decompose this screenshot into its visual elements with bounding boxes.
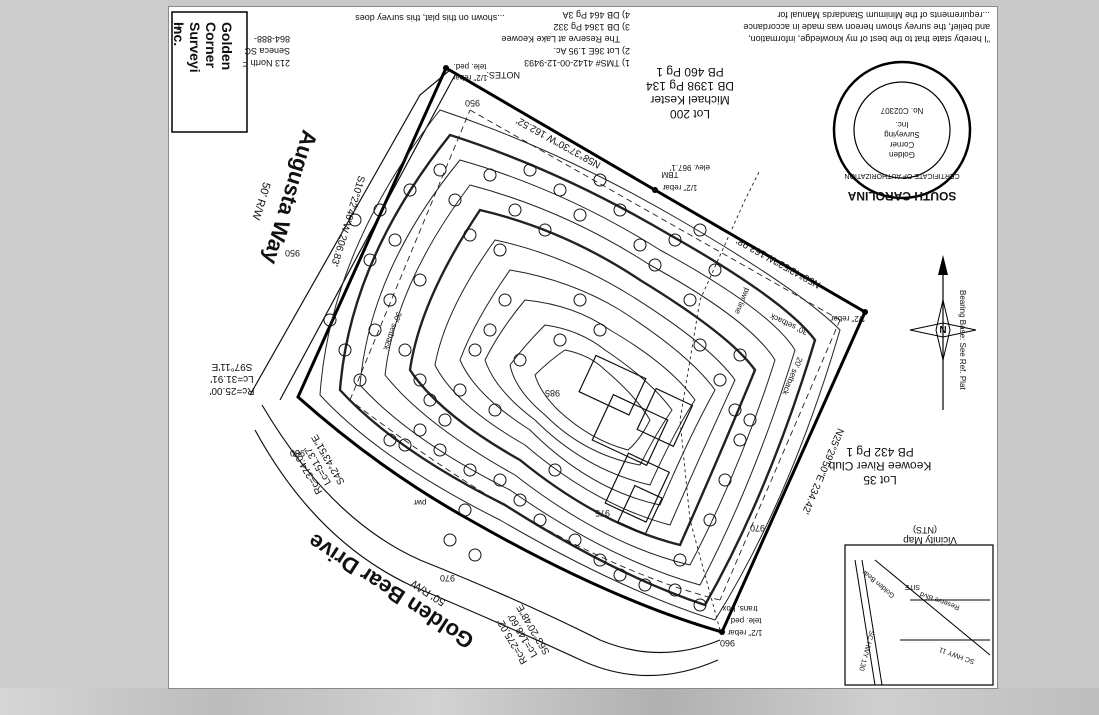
contour-lines xyxy=(319,109,841,621)
scan-margin xyxy=(0,0,168,688)
svg-text:"I hereby state that to the be: "I hereby state that to the best of my k… xyxy=(748,34,990,44)
svg-text:1) TMS# 4142-00-12-9493: 1) TMS# 4142-00-12-9493 xyxy=(524,58,630,68)
svg-text:DB 1398 Pg 134: DB 1398 Pg 134 xyxy=(646,79,734,93)
svg-text:30' setback: 30' setback xyxy=(768,311,809,337)
property-boundary xyxy=(296,65,867,634)
page-number: 1 xyxy=(176,22,182,33)
curve-2-data: Rc=374.02' Lc=51.37' S42°43'51"E xyxy=(290,432,347,496)
svg-text:Inc.: Inc. xyxy=(171,22,187,46)
svg-text:Lot 200: Lot 200 xyxy=(670,107,710,121)
svg-text:3) DB 1364 Pg 332: 3) DB 1364 Pg 332 xyxy=(553,22,630,32)
marker-labels: 1/2" rebar tele. ped. 1/2" rebar TBM ele… xyxy=(381,62,866,637)
svg-text:970: 970 xyxy=(440,573,455,583)
house-footprint xyxy=(578,354,694,536)
notes-disclaimer: ...shown on this plat, this survey does xyxy=(355,13,505,23)
svg-text:Corner: Corner xyxy=(203,22,219,68)
svg-text:CERTIFICATE OF AUTHORIZATION: CERTIFICATE OF AUTHORIZATION xyxy=(844,172,959,179)
augusta-way-edge-inner xyxy=(279,74,456,401)
svg-text:Lot 35: Lot 35 xyxy=(863,473,897,487)
golden-bear-edge-1 xyxy=(261,404,721,654)
golden-bear-drive-label: Golden Bear Drive xyxy=(304,529,479,655)
corner-pin-ne xyxy=(862,309,868,315)
certification-text: "I hereby state that to the best of my k… xyxy=(743,10,990,44)
svg-text:(NTS): (NTS) xyxy=(913,525,937,535)
svg-text:TBM: TBM xyxy=(661,170,678,179)
scan-bottom-edge xyxy=(0,688,1099,715)
svg-text:1/2" rebar: 1/2" rebar xyxy=(830,314,865,323)
svg-text:950: 950 xyxy=(285,248,300,258)
svg-text:4) DB 464 Pg 3A: 4) DB 464 Pg 3A xyxy=(562,10,630,20)
svg-text:No. C02307: No. C02307 xyxy=(880,106,923,115)
svg-text:elev. 967.1': elev. 967.1' xyxy=(669,163,710,172)
svg-text:1/2" rebar: 1/2" rebar xyxy=(727,628,762,637)
svg-text:Rc=25.00': Rc=25.00' xyxy=(209,385,254,396)
corner-pins xyxy=(443,65,868,635)
svg-text:213 North F: 213 North F xyxy=(242,58,290,68)
svg-text:tele. ped.: tele. ped. xyxy=(729,616,762,625)
svg-text:N: N xyxy=(939,325,946,336)
svg-text:tele. ped.: tele. ped. xyxy=(454,62,487,71)
svg-text:Golden: Golden xyxy=(889,150,915,159)
svg-text:Surveyi: Surveyi xyxy=(187,22,203,73)
svg-text:SOUTH CAROLINA: SOUTH CAROLINA xyxy=(847,189,956,203)
curve-3-data: Rc=275.02' Lc=148.60' S63°20'48"E xyxy=(495,602,552,666)
golden-bear-edge-2 xyxy=(254,429,719,677)
curve-1-data: Rc=25.00' Lc=31.91' S97°11'E xyxy=(209,361,254,396)
svg-text:980: 980 xyxy=(290,448,305,458)
svg-text:970: 970 xyxy=(750,523,765,533)
bearing-north-line: N58°37'30"W 162.52' xyxy=(515,114,603,170)
svg-text:S97°11'E: S97°11'E xyxy=(211,361,252,372)
svg-text:Surveying: Surveying xyxy=(884,130,920,139)
lot-200-label: Lot 200 Michael Kester DB 1398 Pg 134 PB… xyxy=(646,65,734,121)
svg-text:20' setback: 20' setback xyxy=(780,356,804,397)
firm-title-block: Golden Corner Surveyi Inc. 213 North F S… xyxy=(171,11,290,133)
svg-text:950: 950 xyxy=(465,98,480,108)
svg-text:1/2" rebar: 1/2" rebar xyxy=(662,183,697,192)
svg-text:PB 432 Pg 1: PB 432 Pg 1 xyxy=(846,445,914,459)
contour-labels: 950 950 960 970 970 980 985 975 xyxy=(285,98,765,648)
svg-text:Bearing Base: See Ref. Plat: Bearing Base: See Ref. Plat xyxy=(958,290,967,390)
surveyor-seal: SOUTH CAROLINA CERTIFICATE OF AUTHORIZAT… xyxy=(832,60,972,203)
svg-text:...requirements of the Minimum: ...requirements of the Minimum Standards… xyxy=(777,10,990,20)
svg-text:NOTES:: NOTES: xyxy=(486,70,520,80)
svg-text:985: 985 xyxy=(545,388,560,398)
svg-text:Seneca SC: Seneca SC xyxy=(244,46,290,56)
svg-text:Corner: Corner xyxy=(889,140,914,149)
svg-text:960: 960 xyxy=(720,638,735,648)
svg-text:975: 975 xyxy=(595,508,610,518)
augusta-row-label: 50' R/W xyxy=(249,181,272,222)
svg-text:2) Lot 36E 1.95 Ac.: 2) Lot 36E 1.95 Ac. xyxy=(553,46,630,56)
tree-symbols xyxy=(323,163,757,612)
svg-text:pwr line: pwr line xyxy=(733,287,752,316)
svg-text:Michael Kester: Michael Kester xyxy=(650,93,729,107)
svg-text:Vicinity Map: Vicinity Map xyxy=(903,534,957,545)
svg-text:The Reserve at Lake Keowee: The Reserve at Lake Keowee xyxy=(501,34,620,44)
corner-pin-se xyxy=(719,629,725,635)
svg-text:SITE: SITE xyxy=(904,583,920,590)
svg-text:Golden: Golden xyxy=(219,22,235,70)
setback-lines xyxy=(349,109,841,601)
lot-35-label: Lot 35 Keowee River Club PB 432 Pg 1 xyxy=(828,445,931,487)
svg-text:864-888-: 864-888- xyxy=(254,34,290,44)
utility-line xyxy=(679,169,761,631)
svg-text:Keowee River Club: Keowee River Club xyxy=(828,459,931,473)
corner-pin-nw xyxy=(443,65,449,71)
svg-text:and belief, the survey shown h: and belief, the survey shown hereon was … xyxy=(743,22,990,32)
svg-text:Lc=31.91': Lc=31.91' xyxy=(210,373,253,384)
svg-text:pwr: pwr xyxy=(413,498,426,507)
svg-text:trans. box: trans. box xyxy=(722,604,757,613)
north-arrow: N Bearing Base: See Ref. Plat xyxy=(909,255,977,410)
svg-text:1/2" rebar: 1/2" rebar xyxy=(452,73,487,82)
vicinity-map: Vicinity Map (NTS) SITE Golden Bear Rese… xyxy=(844,525,994,686)
notes-block: NOTES: 1) TMS# 4142-00-12-9493 2) Lot 36… xyxy=(486,10,630,80)
corner-pin-mid xyxy=(652,187,658,193)
svg-text:Inc.: Inc. xyxy=(896,120,909,129)
svg-text:PB 460 Pg 1: PB 460 Pg 1 xyxy=(656,65,724,79)
